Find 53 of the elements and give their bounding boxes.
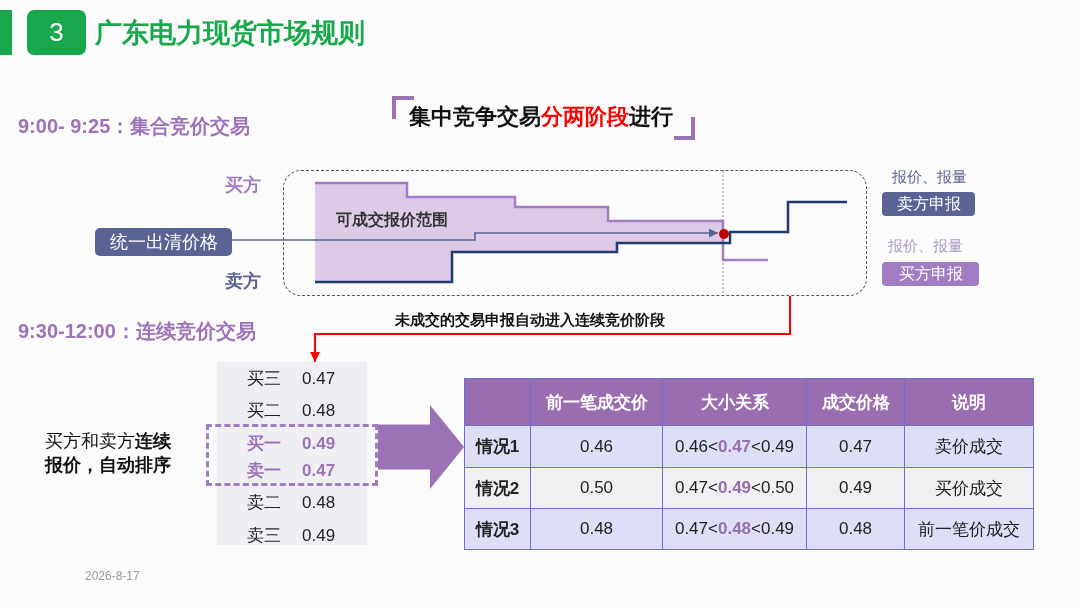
table-cell: 0.49 (807, 468, 904, 508)
price-value: 0.47 (302, 369, 336, 389)
level-label: 卖一 (247, 461, 281, 481)
table-cell: 0.47<0.48<0.49 (663, 509, 806, 549)
table-cell: 0.50 (531, 468, 662, 508)
curve-label: 卖方 (225, 270, 261, 292)
edge-label: 未成交的交易申报自动进入连续竞价阶段 (395, 311, 665, 329)
table-cell: 前一笔价成交 (905, 509, 1033, 549)
clearing-dot (719, 229, 729, 239)
series-tag: 卖方申报 (882, 192, 975, 216)
heading-text: 集中竞争交易分两阶段进行 (409, 104, 673, 130)
time-heading: 9:00- 9:25：集合竞价交易 (18, 114, 251, 138)
page-title: 广东电力现货市场规则 (95, 18, 365, 50)
header-cell: 前一笔成交价 (531, 379, 662, 425)
time-heading: 9:30-12:00：连续竞价交易 (18, 319, 256, 343)
table-cell: 0.48 (807, 509, 904, 549)
table-cell: 买价成交 (905, 468, 1033, 508)
level-label: 买三 (247, 369, 281, 389)
level-label: 卖二 (247, 493, 281, 513)
table-cell: 0.47<0.49<0.50 (663, 468, 806, 508)
order-book-panel (217, 362, 367, 545)
header-cell: 成交价格 (807, 379, 904, 425)
caption-text: 报价、报量 (891, 168, 967, 186)
note-text: 买方和卖方连续报价，自动排序 (45, 430, 172, 477)
level-label: 买二 (247, 401, 281, 421)
table-cell: 情况2 (465, 468, 530, 508)
caption-text: 报价、报量 (887, 237, 963, 255)
block-arrow (378, 405, 464, 489)
table-cell: 0.47 (807, 426, 904, 467)
header-cell: 说明 (905, 379, 1033, 425)
callout-box: 统一出清价格 (95, 228, 232, 256)
curve-label: 买方 (225, 174, 261, 196)
price-value: 0.48 (302, 401, 336, 421)
price-value: 0.48 (302, 493, 336, 513)
level-label: 卖三 (247, 526, 281, 546)
price-value: 0.49 (302, 526, 336, 546)
series-tag: 买方申报 (882, 262, 979, 286)
table-cell: 情况1 (465, 426, 530, 467)
arrow (310, 295, 791, 363)
table-cell: 0.46<0.47<0.49 (663, 426, 806, 467)
table-cell: 0.48 (531, 509, 662, 549)
price-value: 0.49 (302, 434, 336, 454)
level-label: 买一 (247, 434, 281, 454)
data-table (464, 378, 1034, 550)
table-cell: 0.46 (531, 426, 662, 467)
arrow (231, 228, 719, 241)
date-text: 2026-8-17 (85, 570, 140, 584)
price-value: 0.47 (302, 461, 336, 481)
table-cell: 情况3 (465, 509, 530, 549)
table-cell: 卖价成交 (905, 426, 1033, 467)
header-cell: 大小关系 (663, 379, 806, 425)
section-badge: 3 (27, 10, 86, 55)
area-label: 可成交报价范围 (336, 211, 448, 229)
